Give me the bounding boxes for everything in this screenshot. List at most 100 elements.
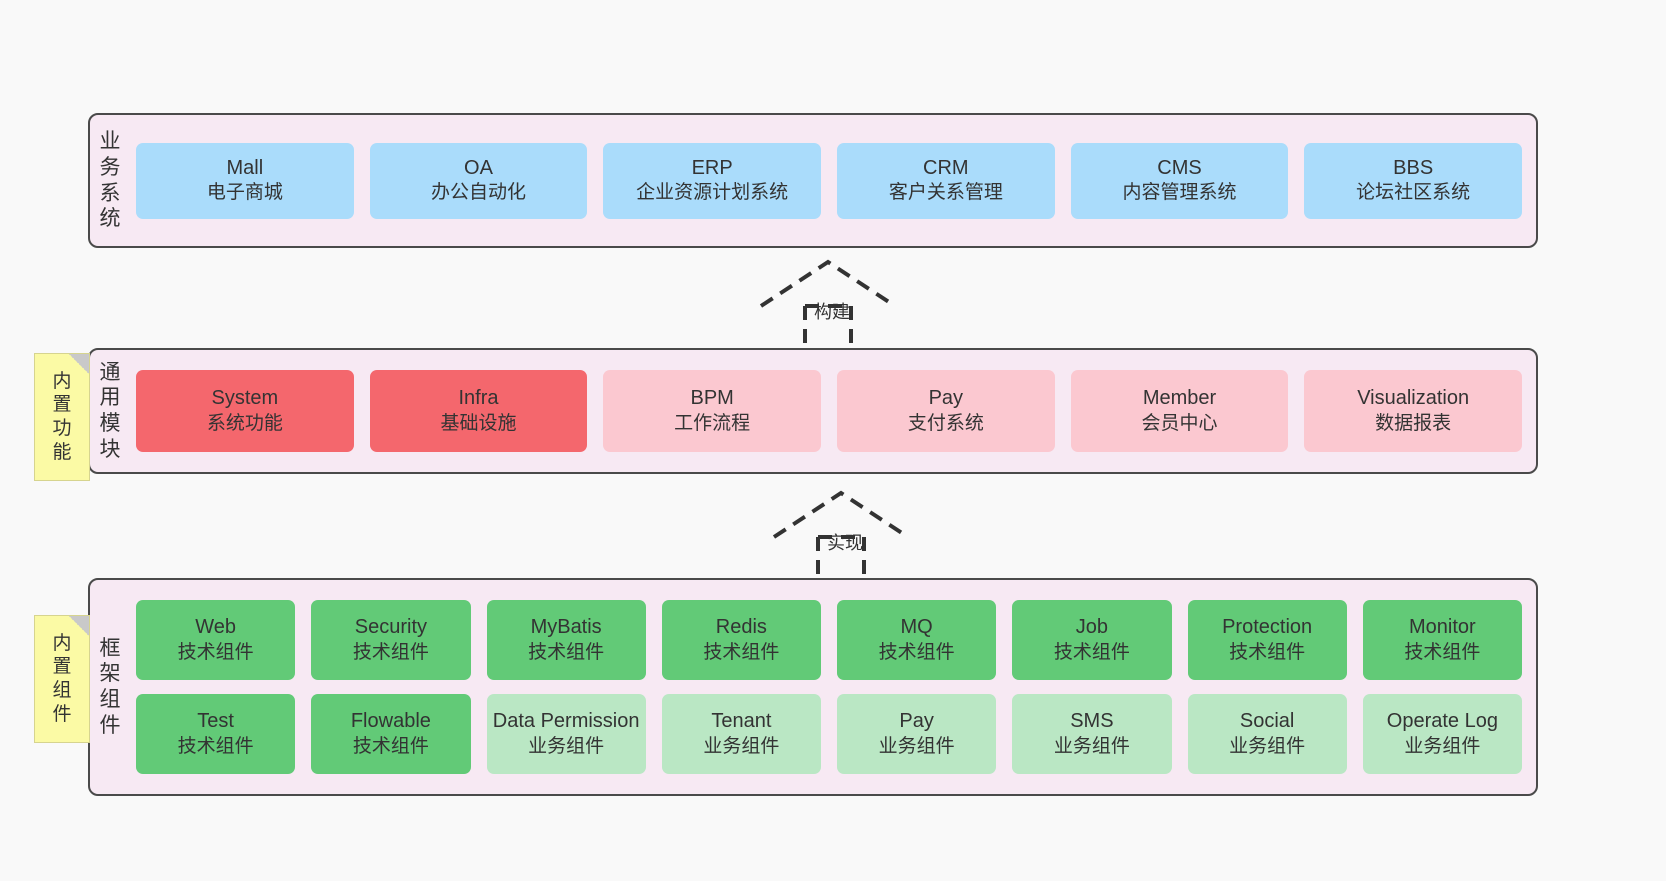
layer-title-char: 块 bbox=[99, 437, 121, 461]
note-char: 内 bbox=[52, 632, 72, 654]
component-card-protection[interactable]: Protection 技术组件 bbox=[1187, 600, 1347, 680]
component-card-social[interactable]: Social 业务组件 bbox=[1187, 694, 1347, 774]
component-card-subtitle: 业务组件 bbox=[528, 735, 605, 757]
module-card-subtitle: 企业资源计划系统 bbox=[636, 182, 789, 204]
component-card-subtitle: 技术组件 bbox=[878, 641, 955, 663]
module-card-erp[interactable]: ERP 企业资源计划系统 bbox=[603, 142, 821, 219]
component-card-subtitle: 业务组件 bbox=[703, 735, 780, 757]
module-card-subtitle: 系统功能 bbox=[206, 412, 283, 434]
module-card-bpm[interactable]: BPM 工作流程 bbox=[603, 370, 821, 452]
component-card-title: Monitor bbox=[1409, 616, 1476, 639]
component-card-subtitle: 技术组件 bbox=[1404, 641, 1481, 663]
component-card-mybatis[interactable]: MyBatis 技术组件 bbox=[486, 600, 646, 680]
component-card-operate-log[interactable]: Operate Log 业务组件 bbox=[1362, 694, 1522, 774]
card-grid-business-systems: Mall 电子商城 OA 办公自动化 ERP 企业资源计划系统 CRM 客户关系… bbox=[130, 115, 1536, 246]
component-card-data-permission[interactable]: Data Permission 业务组件 bbox=[486, 694, 646, 774]
component-card-subtitle: 技术组件 bbox=[352, 735, 429, 757]
card-grid-framework-components: Web 技术组件 Security 技术组件 MyBatis 技术组件 Redi… bbox=[130, 580, 1536, 794]
component-card-security[interactable]: Security 技术组件 bbox=[311, 600, 471, 680]
component-card-title: Pay bbox=[899, 710, 934, 733]
module-card-title: System bbox=[211, 387, 279, 410]
note-char: 置 bbox=[52, 394, 72, 416]
module-card-bbs[interactable]: BBS 论坛社区系统 bbox=[1304, 142, 1522, 219]
component-card-subtitle: 业务组件 bbox=[878, 735, 955, 757]
note-char: 置 bbox=[52, 656, 72, 678]
layer-title-char: 框 bbox=[99, 636, 121, 660]
layer-title-char: 系 bbox=[99, 181, 121, 205]
note-char: 内 bbox=[52, 370, 72, 392]
module-card-title: BBS bbox=[1393, 156, 1434, 179]
folded-corner-icon bbox=[69, 354, 89, 374]
module-card-title: Pay bbox=[928, 387, 964, 410]
component-card-title: Operate Log bbox=[1386, 710, 1498, 733]
module-card-subtitle: 基础设施 bbox=[440, 412, 517, 434]
module-card-subtitle: 电子商城 bbox=[206, 182, 283, 204]
component-card-subtitle: 技术组件 bbox=[177, 641, 254, 663]
component-card-monitor[interactable]: Monitor 技术组件 bbox=[1362, 600, 1522, 680]
layer-business-systems: 业 务 系 统 Mall 电子商城 OA 办公自动化 ERP 企业资源计划系统 … bbox=[88, 113, 1538, 248]
folded-corner-icon bbox=[69, 616, 89, 636]
layer-title-char: 统 bbox=[99, 207, 121, 231]
module-card-subtitle: 办公自动化 bbox=[430, 182, 526, 204]
module-card-visualization[interactable]: Visualization 数据报表 bbox=[1304, 370, 1522, 452]
module-card-title: Mall bbox=[226, 156, 264, 179]
module-card-subtitle: 会员中心 bbox=[1141, 412, 1218, 434]
layer-title-business-systems: 业 务 系 统 bbox=[90, 115, 130, 246]
module-card-subtitle: 客户关系管理 bbox=[888, 182, 1003, 204]
module-card-title: BPM bbox=[690, 387, 734, 410]
module-card-title: ERP bbox=[691, 156, 733, 179]
module-card-cms[interactable]: CMS 内容管理系统 bbox=[1070, 142, 1289, 219]
layer-title-char: 务 bbox=[99, 155, 121, 179]
component-card-subtitle: 技术组件 bbox=[528, 641, 605, 663]
module-card-subtitle: 内容管理系统 bbox=[1122, 182, 1237, 204]
component-card-subtitle: 业务组件 bbox=[1229, 735, 1306, 757]
component-card-subtitle: 技术组件 bbox=[352, 641, 429, 663]
module-card-crm[interactable]: CRM 客户关系管理 bbox=[837, 142, 1055, 219]
component-card-flowable[interactable]: Flowable 技术组件 bbox=[311, 694, 471, 774]
module-card-title: OA bbox=[464, 156, 493, 179]
component-card-title: SMS bbox=[1070, 710, 1114, 733]
component-card-subtitle: 技术组件 bbox=[1053, 641, 1130, 663]
module-card-subtitle: 支付系统 bbox=[907, 412, 984, 434]
connector-implement: 实现 bbox=[770, 489, 912, 575]
module-card-oa[interactable]: OA 办公自动化 bbox=[369, 142, 588, 219]
component-card-test[interactable]: Test 技术组件 bbox=[136, 694, 296, 774]
module-card-subtitle: 工作流程 bbox=[674, 412, 751, 434]
module-card-member[interactable]: Member 会员中心 bbox=[1070, 370, 1289, 452]
component-card-title: Tenant bbox=[711, 710, 772, 733]
module-card-system[interactable]: System 系统功能 bbox=[136, 370, 354, 452]
layer-title-char: 通 bbox=[99, 360, 121, 384]
component-card-job[interactable]: Job 技术组件 bbox=[1012, 600, 1172, 680]
component-card-web[interactable]: Web 技术组件 bbox=[136, 600, 296, 680]
component-card-title: Job bbox=[1075, 616, 1108, 639]
component-card-pay[interactable]: Pay 业务组件 bbox=[837, 694, 997, 774]
component-card-title: Data Permission bbox=[492, 710, 640, 733]
module-card-title: Infra bbox=[458, 387, 499, 410]
module-card-pay[interactable]: Pay 支付系统 bbox=[837, 370, 1055, 452]
note-char: 能 bbox=[52, 441, 72, 463]
component-card-title: Social bbox=[1239, 710, 1295, 733]
note-char: 件 bbox=[52, 703, 72, 725]
component-card-subtitle: 技术组件 bbox=[1229, 641, 1306, 663]
layer-title-char: 模 bbox=[99, 412, 121, 435]
component-card-mq[interactable]: MQ 技术组件 bbox=[837, 600, 997, 680]
component-card-title: Web bbox=[195, 616, 236, 639]
module-card-infra[interactable]: Infra 基础设施 bbox=[369, 370, 588, 452]
card-grid-common-modules: System 系统功能 Infra 基础设施 BPM 工作流程 Pay 支付系统… bbox=[130, 350, 1536, 472]
layer-title-char: 件 bbox=[99, 713, 121, 737]
component-card-title: MyBatis bbox=[530, 616, 602, 639]
component-card-title: Protection bbox=[1222, 616, 1313, 639]
component-card-redis[interactable]: Redis 技术组件 bbox=[661, 600, 821, 680]
component-card-sms[interactable]: SMS 业务组件 bbox=[1012, 694, 1172, 774]
layer-title-char: 业 bbox=[99, 130, 121, 154]
layer-title-char: 用 bbox=[99, 386, 121, 410]
generalization-arrow-icon bbox=[759, 259, 897, 344]
component-card-subtitle: 技术组件 bbox=[177, 735, 254, 757]
component-card-title: Test bbox=[197, 710, 234, 733]
module-card-title: Visualization bbox=[1357, 387, 1470, 410]
component-card-tenant[interactable]: Tenant 业务组件 bbox=[661, 694, 821, 774]
note-char: 组 bbox=[52, 680, 72, 701]
component-card-title: MQ bbox=[900, 616, 933, 639]
module-card-mall[interactable]: Mall 电子商城 bbox=[136, 142, 354, 219]
layer-title-common-modules: 通 用 模 块 bbox=[90, 350, 130, 472]
